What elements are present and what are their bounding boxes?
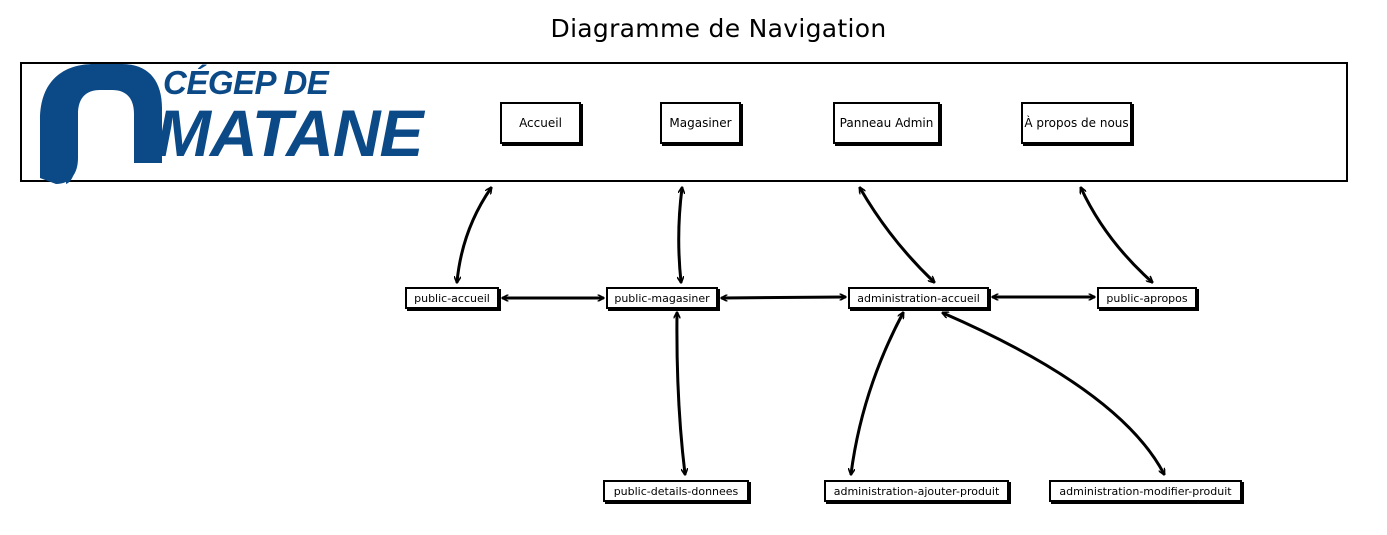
nav-button-magasiner[interactable]: Magasiner (660, 102, 741, 144)
node-public-details-donnees[interactable]: public-details-donnees (603, 480, 749, 502)
arrow-apropos-to-public-apropos (1081, 188, 1152, 282)
logo-text-line2: MATANE (156, 96, 424, 170)
arrow-public-magasiner-to-administration-accueil (720, 297, 847, 298)
nav-button-apropos[interactable]: À propos de nous (1021, 102, 1132, 144)
arrow-administration-accueil-to-modifier-produit (943, 313, 1166, 474)
node-administration-ajouter-produit[interactable]: administration-ajouter-produit (824, 480, 1009, 502)
nav-button-accueil[interactable]: Accueil (500, 102, 581, 144)
cegep-matane-logo-icon (40, 64, 162, 184)
arrow-public-magasiner-to-public-details-donnees (677, 311, 685, 474)
node-administration-modifier-produit[interactable]: administration-modifier-produit (1049, 480, 1242, 502)
nav-button-panneau-admin[interactable]: Panneau Admin (833, 102, 940, 144)
arrow-panneau-admin-to-administration-accueil (858, 188, 934, 282)
arrow-accueil-to-public-accueil (457, 188, 491, 282)
diagram-title: Diagramme de Navigation (550, 14, 887, 43)
node-public-apropos[interactable]: public-apropos (1097, 287, 1197, 309)
logo-text-line1: CÉGEP DE (163, 64, 329, 101)
node-public-magasiner[interactable]: public-magasiner (606, 287, 718, 309)
node-public-accueil[interactable]: public-accueil (405, 287, 499, 309)
node-administration-accueil[interactable]: administration-accueil (848, 287, 989, 309)
arrow-magasiner-to-public-magasiner (679, 188, 682, 282)
arrow-administration-accueil-to-ajouter-produit (851, 313, 905, 474)
